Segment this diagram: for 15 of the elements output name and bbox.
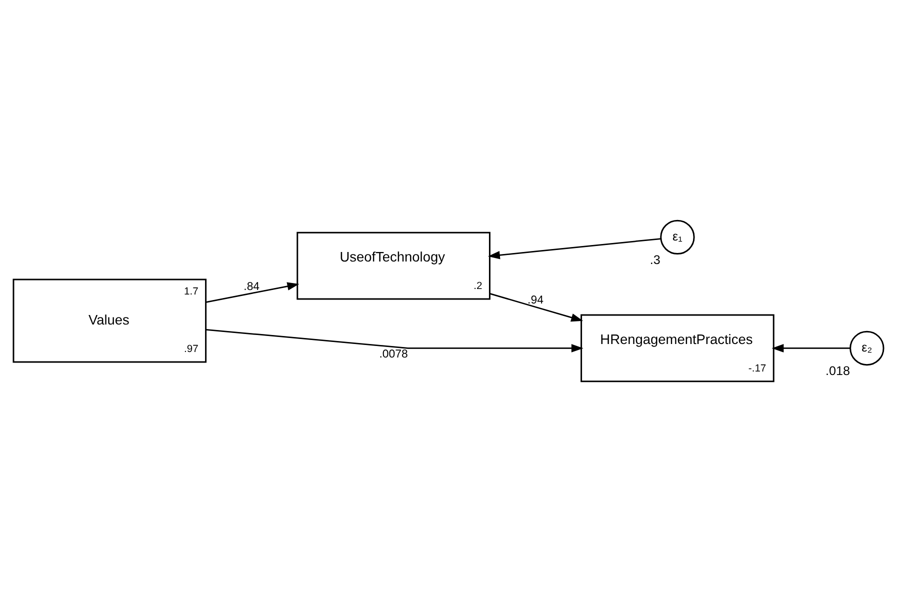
node-circle: ε₂ (850, 330, 884, 366)
arrow (206, 328, 584, 352)
edge-label: .94 (528, 294, 544, 306)
node-box: HRengagementPractices -.17 (580, 314, 774, 382)
edge-label: .84 (244, 280, 260, 292)
node-label: .018 (825, 363, 850, 378)
node-circle: ε₁ (660, 219, 695, 254)
arrow (206, 282, 300, 302)
arrow (772, 344, 850, 352)
edge-label: .0078 (379, 348, 408, 360)
node-box: 1.7 Values .97 (12, 278, 207, 362)
arrow (488, 238, 661, 259)
node-label: .3 (650, 252, 660, 266)
arrow (490, 292, 584, 322)
node-box: UseofTechnology .2 (296, 231, 490, 300)
